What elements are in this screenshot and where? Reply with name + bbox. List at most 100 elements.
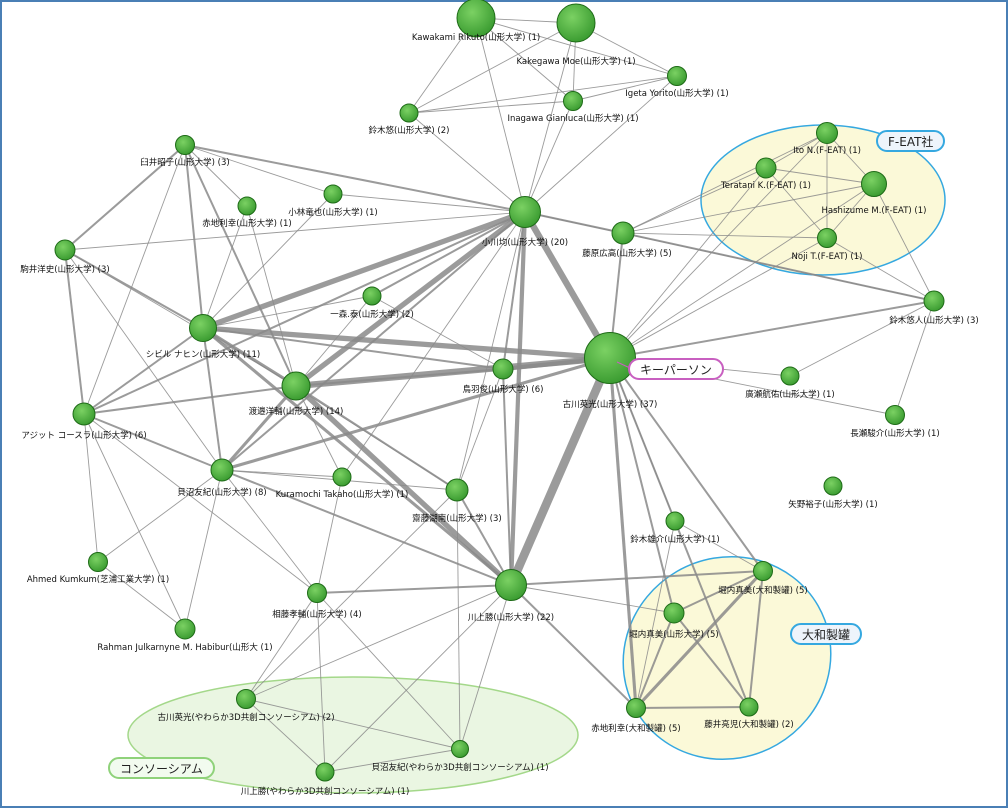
node-n37[interactable] xyxy=(626,698,646,718)
node-n17[interactable] xyxy=(923,290,945,312)
edge-n5-n3 xyxy=(408,75,678,114)
node-n8[interactable] xyxy=(323,184,343,204)
edge-n23-n21 xyxy=(83,385,297,415)
node-label-n22: 廣瀬航佑(山形大学) (1) xyxy=(745,389,834,400)
node-label-n15: 駒井洋史(山形大学) (3) xyxy=(20,264,109,275)
node-n1[interactable] xyxy=(456,0,496,38)
node-n36[interactable] xyxy=(236,689,256,709)
node-n40[interactable] xyxy=(315,762,335,782)
edge-n3-n4 xyxy=(572,75,678,102)
edge-n39-n40 xyxy=(324,748,461,773)
edge-n18-n31 xyxy=(202,326,512,587)
edge-n6-n15 xyxy=(64,144,186,251)
edge-n9-n25 xyxy=(221,211,526,471)
node-n34[interactable] xyxy=(663,602,685,624)
node-n35[interactable] xyxy=(174,618,196,640)
node-label-n2: Kakegawa Moe(山形大学) (1) xyxy=(516,56,635,67)
node-label-n4: Inagawa Gianluca(山形大学) (1) xyxy=(507,113,638,124)
edge-n29-n32 xyxy=(674,520,764,572)
node-n10[interactable] xyxy=(611,221,635,245)
node-n31[interactable] xyxy=(495,569,527,601)
edge-n23-n33 xyxy=(83,413,318,594)
edge-n31-n34 xyxy=(510,584,675,614)
node-n20[interactable] xyxy=(492,358,514,380)
node-n27[interactable] xyxy=(445,478,469,502)
node-n25[interactable] xyxy=(210,458,234,482)
edge-n19-n13 xyxy=(609,183,875,359)
edge-n30-n35 xyxy=(97,561,186,630)
node-n30[interactable] xyxy=(88,552,108,572)
node-n7[interactable] xyxy=(237,196,257,216)
nodes-layer xyxy=(54,0,945,782)
node-label-n26: Kuramochi Takaho(山形大学) (1) xyxy=(276,489,409,500)
node-label-n8: 小林竜也(山形大学) (1) xyxy=(288,207,377,218)
edge-n33-n40 xyxy=(316,592,326,773)
node-label-n25: 貝沼友紀(山形大学) (8) xyxy=(177,487,266,498)
node-n23[interactable] xyxy=(72,402,96,426)
node-n32[interactable] xyxy=(753,561,773,581)
edge-n10-n17 xyxy=(622,232,935,302)
edge-n17-n14 xyxy=(826,237,935,302)
edge-n32-n34 xyxy=(673,570,764,614)
edge-n10-n12 xyxy=(622,167,767,234)
edge-n11-n12 xyxy=(765,132,828,169)
node-n14[interactable] xyxy=(817,228,837,248)
node-n13[interactable] xyxy=(861,171,887,197)
edge-n9-n2 xyxy=(524,22,577,213)
node-n28[interactable] xyxy=(823,476,843,496)
node-n24[interactable] xyxy=(885,405,905,425)
node-n38[interactable] xyxy=(739,697,759,717)
edge-n20-n27 xyxy=(456,368,504,491)
node-n6[interactable] xyxy=(175,135,195,155)
edge-n31-n39 xyxy=(459,584,512,750)
node-n4[interactable] xyxy=(563,91,583,111)
node-n2[interactable] xyxy=(556,3,596,43)
consortium-group-callout: コンソーシアム xyxy=(108,757,215,779)
node-label-n31: 川上勝(山形大学) (22) xyxy=(468,612,554,623)
node-n12[interactable] xyxy=(755,157,777,179)
edge-n9-n20 xyxy=(502,211,526,370)
node-n29[interactable] xyxy=(665,511,685,531)
edge-n18-n7 xyxy=(202,205,248,329)
node-label-n13: Hashizume M.(F-EAT) (1) xyxy=(822,206,927,216)
node-n22[interactable] xyxy=(780,366,800,386)
node-n11[interactable] xyxy=(816,122,838,144)
edge-n7-n21 xyxy=(246,205,297,387)
edge-n6-n21 xyxy=(184,144,297,387)
node-label-n29: 鈴木雄介(山形大学) (1) xyxy=(630,534,719,545)
edge-n12-n13 xyxy=(765,167,875,185)
node-n5[interactable] xyxy=(399,103,419,123)
node-n21[interactable] xyxy=(281,371,311,401)
node-n3[interactable] xyxy=(667,66,687,86)
edge-n10-n13 xyxy=(622,183,875,234)
edge-n1-n4 xyxy=(475,17,574,102)
node-n9[interactable] xyxy=(509,196,541,228)
node-label-n17: 鈴木悠人(山形大学) (3) xyxy=(889,315,978,326)
edge-n15-n23 xyxy=(64,249,85,415)
node-label-n1: Kawakami Rikuto(山形大学) (1) xyxy=(412,32,540,43)
edge-n6-n18 xyxy=(184,144,204,329)
node-label-n40: 川上勝(やわらか3D共創コンソーシアム) (1) xyxy=(241,786,410,797)
edge-n31-n27 xyxy=(456,489,512,586)
node-label-n10: 藤原広高(山形大学) (5) xyxy=(582,248,671,259)
node-n18[interactable] xyxy=(189,314,217,342)
node-n33[interactable] xyxy=(307,583,327,603)
edge-n6-n7 xyxy=(184,144,248,207)
node-n15[interactable] xyxy=(54,239,76,261)
node-label-n32: 堀内真美(大和製罐) (5) xyxy=(718,585,807,596)
node-label-n39: 貝沼友紀(やわらか3D共創コンソーシアム) (1) xyxy=(371,762,548,773)
feat-group-callout: F-EAT社 xyxy=(876,130,946,152)
node-label-n35: Rahman Julkarnyne M. Habibur(山形大 (1) xyxy=(97,642,272,653)
edge-n25-n26 xyxy=(221,469,343,478)
edge-n19-n17 xyxy=(609,300,935,359)
edge-n34-n37 xyxy=(635,612,675,709)
node-n26[interactable] xyxy=(332,467,352,487)
node-label-n27: 齋藤湖南(山形大学) (3) xyxy=(412,513,501,524)
node-n16[interactable] xyxy=(362,286,382,306)
edge-n18-n25 xyxy=(202,327,223,471)
node-label-n34: 堀内真美(山形大学) (5) xyxy=(629,629,718,640)
node-n19[interactable] xyxy=(584,332,636,384)
edge-n9-n6 xyxy=(184,144,526,213)
node-n39[interactable] xyxy=(451,740,469,758)
